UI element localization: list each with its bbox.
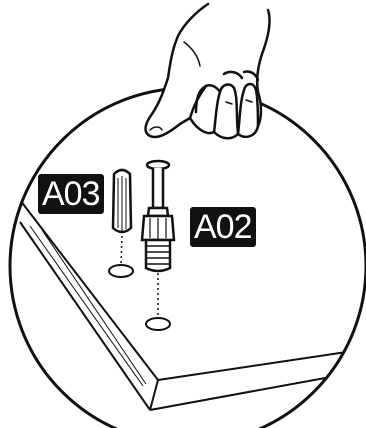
- part-label-a02: A02: [190, 207, 256, 247]
- hand-icon: [146, 4, 270, 138]
- hole-a03: [109, 265, 133, 277]
- hole-a02: [146, 318, 170, 330]
- part-label-a03: A03: [38, 174, 104, 214]
- dowel-icon: [113, 170, 131, 232]
